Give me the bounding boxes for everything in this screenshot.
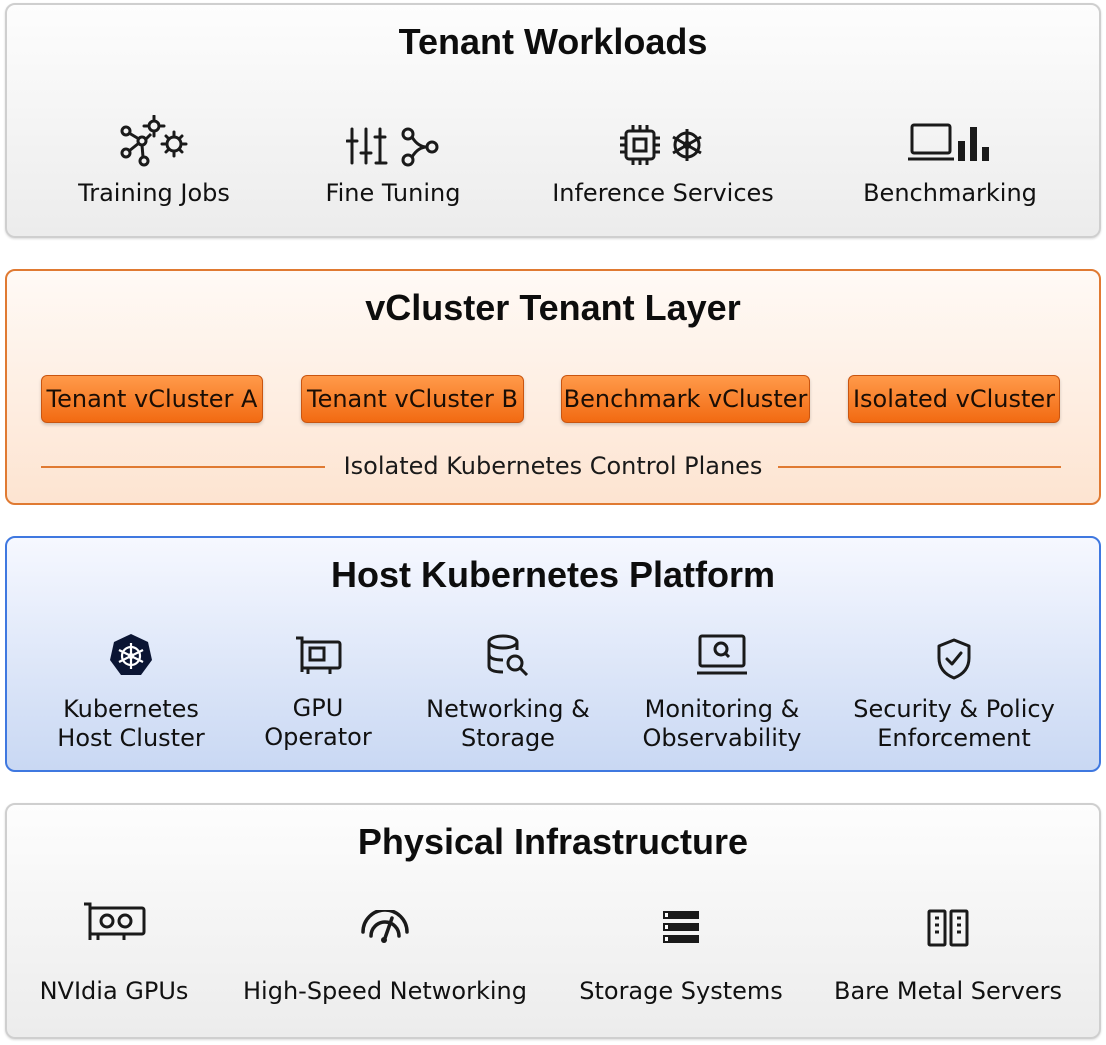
item-line1: Kubernetes bbox=[63, 695, 199, 723]
shield-check-icon bbox=[936, 638, 972, 680]
item-line2: Observability bbox=[642, 724, 802, 752]
physical-bare-metal-servers: Bare Metal Servers bbox=[834, 977, 1062, 1005]
item-line2: Operator bbox=[264, 723, 372, 751]
layer-title: Host Kubernetes Platform bbox=[330, 554, 776, 595]
workload-fine-tuning: Fine Tuning bbox=[325, 179, 461, 207]
item-line2: Host Cluster bbox=[57, 724, 205, 752]
laptop-bar-chart-icon bbox=[908, 123, 992, 163]
host-networking-storage: Networking & Storage bbox=[426, 695, 590, 753]
control-planes-label: Isolated Kubernetes Control Planes bbox=[343, 452, 763, 480]
item-line1: Networking & bbox=[426, 695, 590, 723]
vcluster-tenant-b[interactable]: Tenant vCluster B bbox=[301, 375, 524, 423]
item-line1: Security & Policy bbox=[853, 695, 1055, 723]
monitor-search-icon bbox=[697, 634, 747, 676]
workflow-gears-icon bbox=[118, 115, 190, 167]
host-gpu-operator: GPU Operator bbox=[264, 694, 371, 752]
divider-line-left bbox=[41, 466, 325, 468]
item-line2: Storage bbox=[461, 724, 555, 752]
physical-nvidia-gpus: NVIdia GPUs bbox=[39, 977, 189, 1005]
vcluster-tenant-layer: vCluster Tenant Layer Tenant vCluster A … bbox=[5, 269, 1101, 505]
workload-inference-services: Inference Services bbox=[552, 179, 774, 207]
host-kubernetes-layer: Host Kubernetes Platform Kubernetes Host… bbox=[5, 536, 1101, 772]
item-line1: GPU bbox=[292, 694, 344, 722]
layer-title: Tenant Workloads bbox=[398, 21, 708, 62]
item-line1: Monitoring & bbox=[644, 695, 800, 723]
vcluster-isolated[interactable]: Isolated vCluster bbox=[848, 375, 1060, 423]
server-stack-icon bbox=[661, 909, 701, 945]
host-security-policy: Security & Policy Enforcement bbox=[853, 695, 1055, 753]
workload-benchmarking: Benchmarking bbox=[863, 179, 1037, 207]
physical-infrastructure-layer: Physical Infrastructure NVIdia GPUs High bbox=[5, 803, 1101, 1039]
sliders-branch-icon bbox=[346, 125, 440, 167]
chip-kubernetes-icon bbox=[620, 125, 706, 165]
graphics-card-icon bbox=[82, 902, 146, 942]
gpu-card-icon bbox=[294, 634, 342, 676]
server-rack-icon bbox=[927, 909, 969, 947]
vcluster-benchmark[interactable]: Benchmark vCluster bbox=[561, 375, 810, 423]
host-kubernetes-cluster: Kubernetes Host Cluster bbox=[57, 695, 204, 753]
tenant-workloads-layer: Tenant Workloads bbox=[5, 3, 1101, 238]
physical-high-speed-networking: High-Speed Networking bbox=[242, 977, 528, 1005]
item-line2: Enforcement bbox=[877, 724, 1031, 752]
divider-line-right bbox=[778, 466, 1061, 468]
kubernetes-icon bbox=[109, 633, 153, 677]
physical-storage-systems: Storage Systems bbox=[579, 977, 783, 1005]
workload-training-jobs: Training Jobs bbox=[78, 179, 230, 207]
layer-title: Physical Infrastructure bbox=[357, 821, 749, 862]
speedometer-icon bbox=[360, 910, 410, 944]
layer-title: vCluster Tenant Layer bbox=[365, 287, 741, 328]
database-search-icon bbox=[486, 634, 530, 676]
vcluster-tenant-a[interactable]: Tenant vCluster A bbox=[41, 375, 263, 423]
host-monitoring-observability: Monitoring & Observability bbox=[642, 695, 801, 753]
